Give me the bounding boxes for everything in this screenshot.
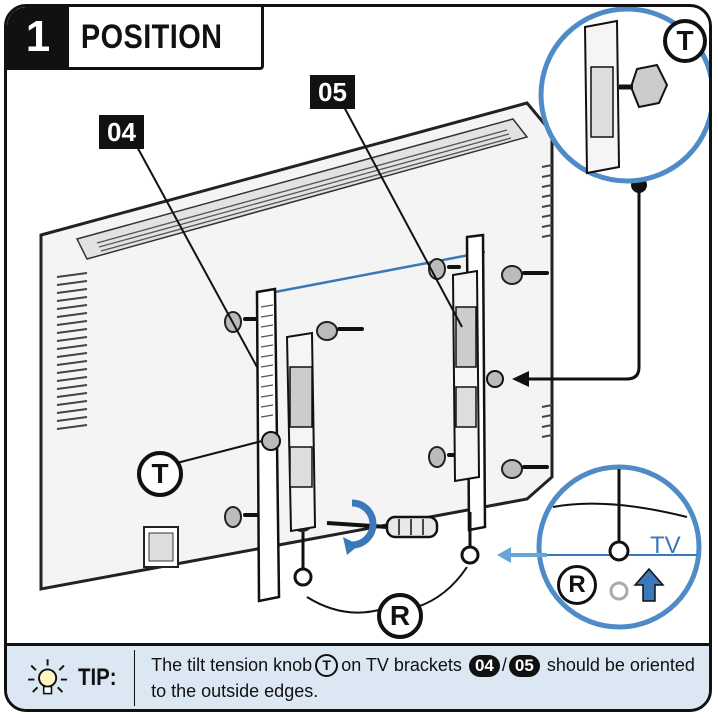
step-number: 1 (7, 7, 69, 67)
bolts (243, 265, 549, 517)
step-header: 1 POSITION (7, 7, 265, 70)
tip-label: TIP: (78, 663, 117, 691)
lightbulb-icon (28, 658, 68, 694)
tv-mount-illustration (39, 7, 709, 630)
detail-release-callout: R (557, 565, 597, 605)
detail-knob-callout: T (663, 19, 707, 63)
tip-divider (133, 649, 136, 706)
detail-arrow (519, 185, 641, 381)
detail-tv-label: TV (650, 532, 681, 559)
bracket-label-05: 05 (310, 75, 355, 109)
panel-frame: 1 POSITION 04 05 T R T R TV TIP: (4, 4, 712, 712)
tip-badge-04: 04 (468, 654, 500, 677)
knob-callout: T (137, 451, 183, 497)
bracket-04 (255, 287, 317, 603)
bracket-label-04: 04 (99, 115, 144, 149)
tip-separator: / (501, 654, 507, 675)
release-callout: R (377, 593, 423, 639)
rotate-arrow (351, 499, 377, 549)
tip-knob-symbol: T (315, 654, 339, 678)
tip-badge-05: 05 (508, 654, 540, 677)
tip-text-after: should be oriented to the outside edges. (151, 654, 695, 701)
tip-text-mid: on TV brackets (341, 654, 462, 675)
tip-text-before: The tilt tension knob (151, 654, 313, 675)
step-title: POSITION (80, 17, 223, 56)
screwdriver (326, 515, 439, 539)
